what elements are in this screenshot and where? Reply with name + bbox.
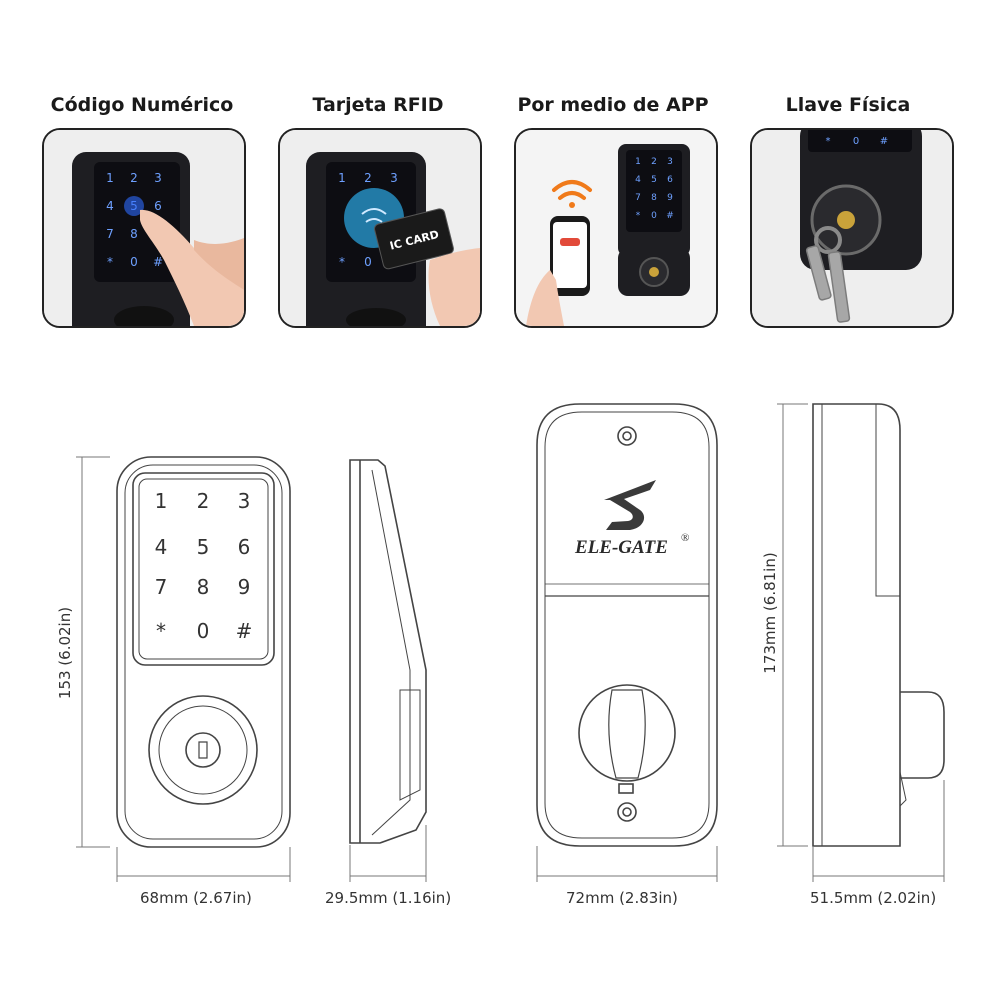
svg-text:2: 2 [651,157,657,167]
back-view-drawing [536,403,718,847]
keypad-key: 7 [154,575,168,599]
svg-text:1: 1 [106,171,114,185]
back-depth-label: 51.5mm (2.02in) [810,889,937,907]
keypad-finger-image: 123 456 789 *0# [44,130,244,326]
keypad-key: 1 [154,489,168,513]
keypad-key: # [235,619,253,643]
svg-text:9: 9 [667,193,673,203]
method-title-rfid: Tarjeta RFID [312,94,444,116]
brand-name: ELE-GATE [574,537,668,558]
svg-text:5: 5 [651,175,657,185]
ele-gate-logo: ELE-GATE ® [574,480,689,558]
svg-text:1: 1 [635,157,641,167]
back-side-view-drawing [812,403,945,847]
keypad-key: 6 [237,535,251,559]
keypad-key: 5 [196,535,210,559]
svg-text:4: 4 [106,199,114,213]
svg-text:3: 3 [154,171,162,185]
side-depth-dimension-line [349,825,427,882]
keypad-key: 3 [237,489,251,513]
side-view-drawing [349,459,427,844]
method-title-key: Llave Física [785,94,911,116]
physical-key-image: * 0 # [752,130,952,326]
svg-text:0: 0 [364,255,372,269]
back-height-dimension-line [777,403,808,847]
svg-text:6: 6 [667,175,673,185]
back-width-dimension-line [536,846,718,882]
keypad-key: 2 [196,489,210,513]
keypad-key: 4 [154,535,168,559]
svg-text:1: 1 [338,171,346,185]
svg-text:*: * [339,255,345,269]
svg-text:0: 0 [651,211,657,221]
method-card-rfid: 123 *0# IC CARD [278,128,482,328]
front-view-drawing [116,456,291,848]
svg-text:7: 7 [635,193,641,203]
svg-text:*: * [826,136,831,147]
svg-text:*: * [636,211,641,221]
brand-registered-mark: ® [681,532,689,544]
svg-text:3: 3 [667,157,673,167]
svg-text:6: 6 [154,199,162,213]
wifi-icon [552,180,592,200]
keypad-key: * [156,619,166,643]
svg-text:8: 8 [651,193,657,203]
side-depth-label: 29.5mm (1.16in) [325,889,452,907]
front-height-label: 153 (6.02in) [56,606,74,700]
method-card-code: 123 456 789 *0# [42,128,246,328]
svg-text:#: # [666,211,674,221]
back-height-label: 173mm (6.81in) [761,552,779,674]
svg-text:2: 2 [130,171,138,185]
front-width-label: 68mm (2.67in) [140,889,252,907]
svg-text:8: 8 [130,227,138,241]
keypad-key: 9 [237,575,251,599]
svg-text:4: 4 [635,175,641,185]
back-depth-dimension-line [812,780,945,882]
svg-text:7: 7 [106,227,114,241]
keypad-key: 8 [196,575,210,599]
method-title-app: Por medio de APP [517,94,709,116]
svg-text:0: 0 [853,136,859,147]
method-card-key: * 0 # [750,128,954,328]
front-height-dimension-line [76,456,110,848]
method-title-code: Código Numérico [50,94,234,116]
svg-text:#: # [880,136,888,147]
svg-text:2: 2 [364,171,372,185]
front-keypad: 1 2 3 4 5 6 7 8 9 * 0 # [139,479,268,659]
svg-text:#: # [153,255,163,269]
svg-text:0: 0 [130,255,138,269]
keypad-key: 0 [196,619,210,643]
front-width-dimension-line [116,847,291,882]
svg-text:3: 3 [390,171,398,185]
rfid-card-image: 123 *0# IC CARD [280,130,480,326]
back-width-label: 72mm (2.83in) [566,889,678,907]
svg-text:*: * [107,255,113,269]
